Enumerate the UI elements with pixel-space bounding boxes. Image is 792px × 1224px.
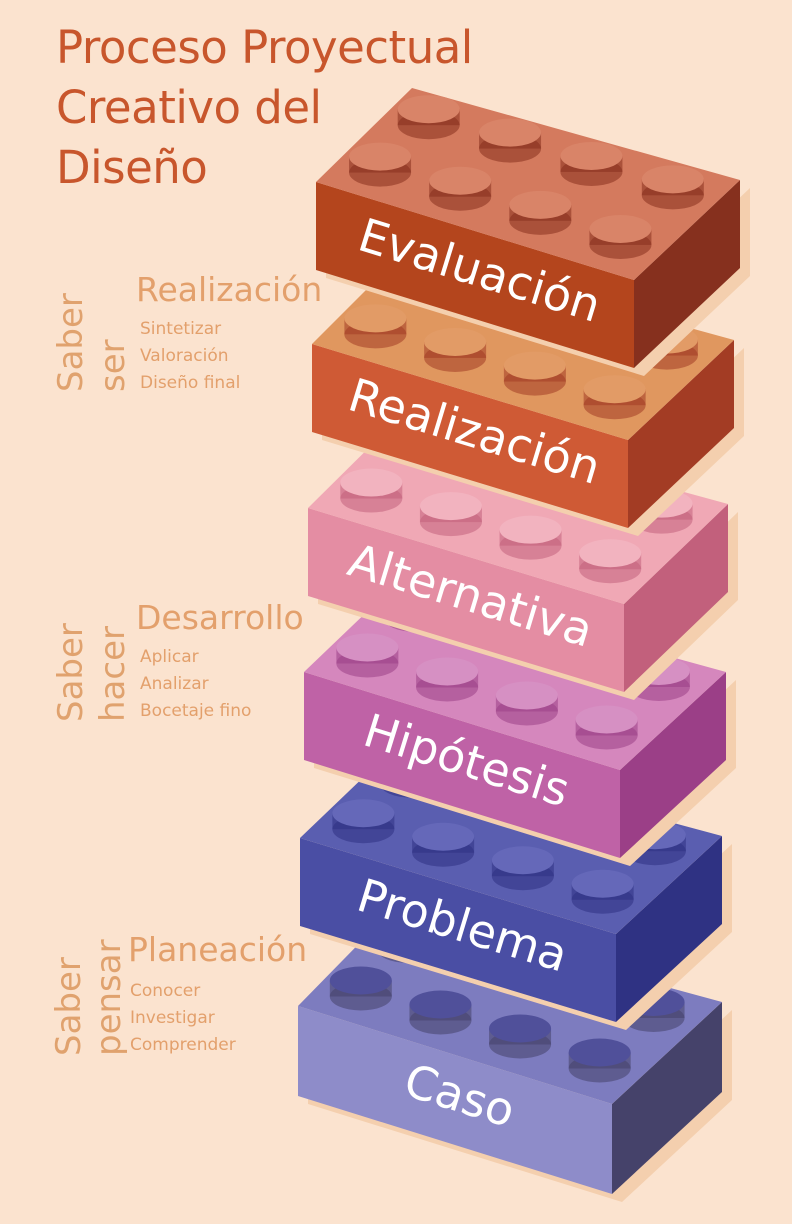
phase-title: Planeación bbox=[128, 930, 308, 969]
brick-stud bbox=[641, 165, 704, 210]
brick-stud bbox=[589, 214, 652, 259]
brick-stud bbox=[509, 190, 572, 235]
brick-stud bbox=[409, 990, 472, 1035]
brick-stud bbox=[416, 657, 479, 702]
brick-side-face bbox=[612, 1002, 722, 1194]
brick-stud bbox=[575, 705, 638, 750]
brick-front-face bbox=[300, 838, 616, 1022]
brick-front-face bbox=[304, 672, 620, 858]
brick-stud bbox=[479, 118, 542, 163]
brick-stud bbox=[419, 492, 482, 537]
brick-stud bbox=[329, 966, 392, 1011]
brick-stud bbox=[344, 304, 407, 349]
phase-item: Valoración bbox=[140, 346, 229, 366]
title-line-3: Diseño bbox=[56, 141, 208, 194]
brick-stud bbox=[571, 869, 634, 914]
brick-stud bbox=[495, 681, 558, 726]
brick-stud bbox=[503, 351, 566, 396]
phase-title: Realización bbox=[136, 270, 323, 309]
brick-side-face bbox=[620, 672, 726, 858]
brick-side-face bbox=[616, 836, 722, 1022]
brick-stud bbox=[491, 846, 554, 891]
title-line-1: Proceso Proyectual bbox=[56, 21, 473, 74]
brick-side-face bbox=[628, 340, 734, 528]
brick-stud bbox=[579, 539, 642, 584]
brick-stud bbox=[336, 633, 399, 678]
phase-item: Analizar bbox=[140, 674, 209, 694]
brick-stud bbox=[429, 166, 492, 211]
title-line-2: Creativo del bbox=[56, 81, 322, 134]
phase-item: Diseño final bbox=[140, 373, 241, 393]
phase-item: Sintetizar bbox=[140, 319, 222, 339]
brick-stud bbox=[560, 141, 623, 186]
brick-front-face bbox=[312, 344, 628, 528]
phase-item: Comprender bbox=[130, 1035, 236, 1055]
phase-items: Conocer Investigar Comprender bbox=[130, 978, 236, 1059]
phase-title: Desarrollo bbox=[136, 598, 304, 637]
brick-stud bbox=[340, 468, 403, 513]
brick-stud bbox=[583, 375, 646, 420]
brick-stud bbox=[397, 95, 460, 140]
brick-stud bbox=[489, 1014, 552, 1059]
brick-side-face bbox=[634, 180, 740, 368]
phase-items: Aplicar Analizar Bocetaje fino bbox=[140, 644, 251, 725]
page-title: Proceso Proyectual Creativo del Diseño bbox=[56, 18, 473, 198]
phase-item: Conocer bbox=[130, 981, 201, 1001]
brick-front-face bbox=[316, 182, 634, 368]
brick-stud bbox=[332, 799, 395, 844]
brick-stud bbox=[424, 327, 487, 372]
brick-front-face bbox=[298, 1006, 612, 1194]
phase-item: Bocetaje fino bbox=[140, 701, 252, 721]
brick-front-face bbox=[308, 508, 624, 692]
phase-item: Investigar bbox=[130, 1008, 215, 1028]
brick-stud bbox=[349, 142, 412, 187]
brick-stud bbox=[568, 1038, 631, 1083]
brick-side-face bbox=[624, 504, 728, 692]
phase-items: Sintetizar Valoración Diseño final bbox=[140, 316, 240, 397]
phase-item: Aplicar bbox=[140, 647, 199, 667]
brick-stud bbox=[499, 515, 562, 560]
brick-stud bbox=[412, 822, 475, 867]
